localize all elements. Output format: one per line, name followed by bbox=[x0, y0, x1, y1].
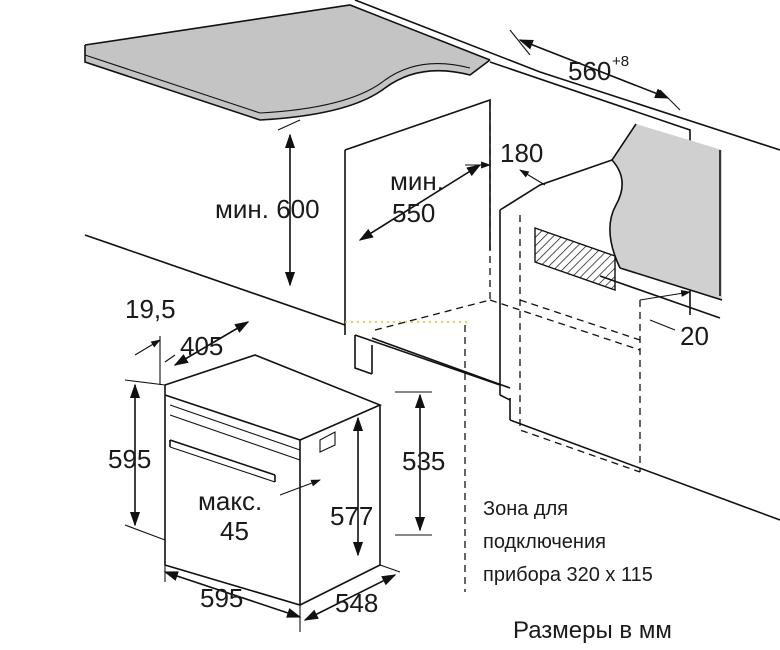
dim-535-label: 535 bbox=[402, 446, 445, 476]
dim-548-label: 548 bbox=[335, 588, 378, 618]
dim-19-5-label: 19,5 bbox=[125, 294, 176, 324]
dim-577-label: 577 bbox=[330, 501, 373, 531]
connection-zone-label-2: подключения bbox=[483, 531, 606, 553]
dim-405-label: 405 bbox=[180, 331, 223, 361]
dim-595-height-label: 595 bbox=[108, 444, 151, 474]
right-cabinet bbox=[354, 0, 780, 319]
dimension-lines bbox=[124, 29, 691, 632]
units-note: Размеры в мм bbox=[513, 617, 672, 644]
dim-595-width-label: 595 bbox=[200, 583, 243, 613]
connection-zone bbox=[534, 227, 616, 291]
dim-min-600-label: мин. 600 bbox=[215, 194, 320, 224]
connection-zone-label-1: Зона для bbox=[483, 498, 568, 520]
countertop bbox=[84, 4, 491, 121]
dim-min-550-label-1: мин. bbox=[390, 166, 444, 196]
dim-560-tolerance: +8 bbox=[612, 53, 629, 70]
floor-lines bbox=[84, 234, 780, 521]
hidden-lines bbox=[345, 100, 641, 592]
dim-max-45-label-2: 45 bbox=[220, 516, 249, 546]
oven-appliance bbox=[164, 354, 383, 607]
connection-zone-label-3: прибора 320 x 115 bbox=[483, 564, 653, 586]
dim-max-45-label-1: макс. bbox=[198, 486, 262, 516]
dim-180-label: 180 bbox=[500, 138, 543, 168]
dim-560-label: 560 bbox=[568, 56, 611, 86]
dim-20-label: 20 bbox=[680, 321, 709, 351]
dim-min-550-label-2: 550 bbox=[392, 198, 435, 228]
